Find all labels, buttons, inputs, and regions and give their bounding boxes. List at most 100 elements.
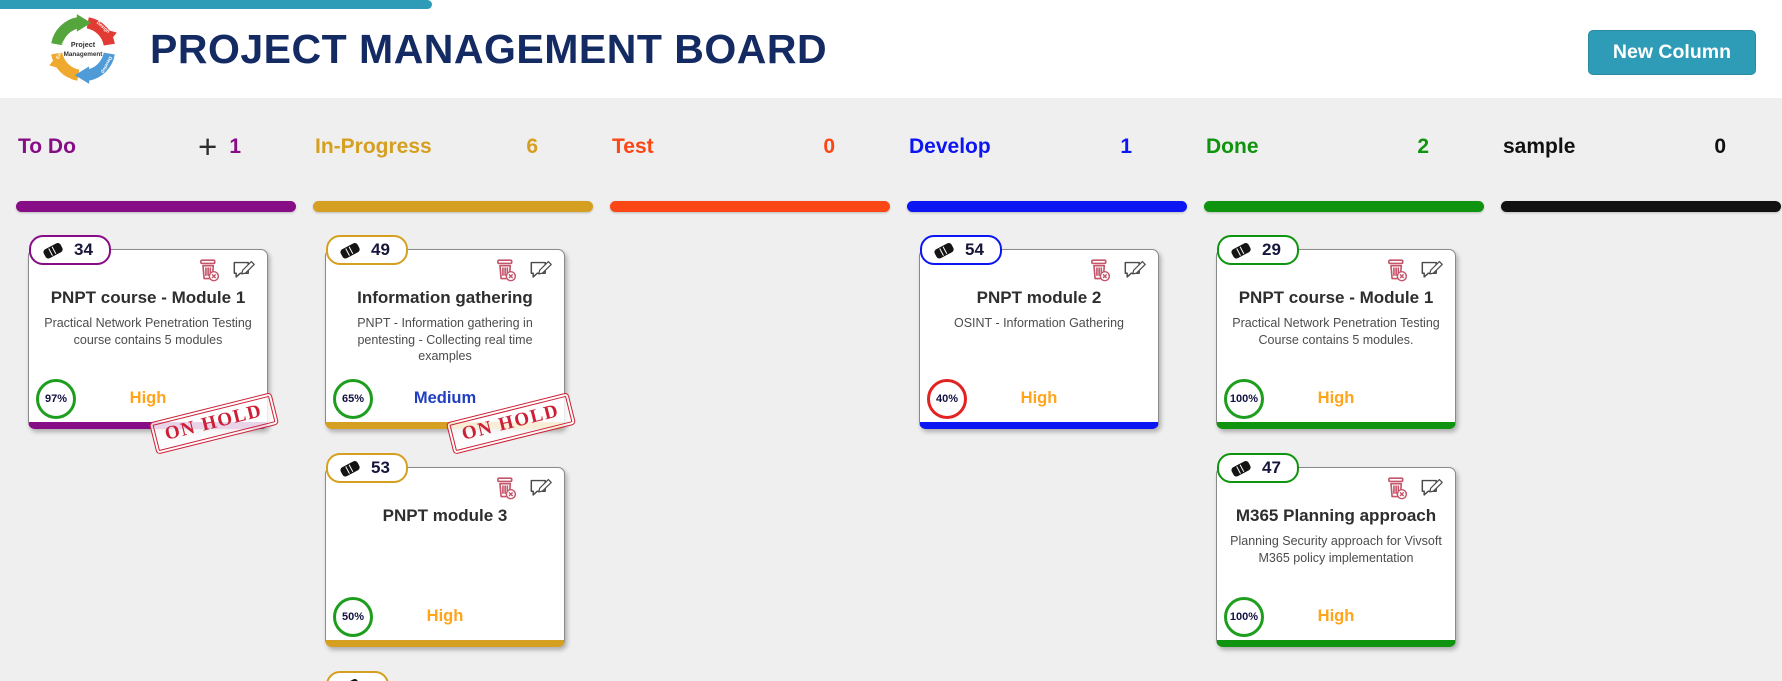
card-description: Planning Security approach for Vivsoft M… <box>1230 534 1442 565</box>
column-header: sample 0 <box>1501 132 1781 162</box>
card-description: Practical Network Penetration Testing Co… <box>1232 316 1440 347</box>
delete-card-icon[interactable] <box>1386 258 1408 282</box>
column-count: 0 <box>823 135 835 158</box>
card-tag-number: 34 <box>74 240 93 259</box>
top-progress-strip <box>0 0 432 9</box>
card-actions <box>495 258 554 282</box>
priority-label: Medium <box>413 389 477 407</box>
priority-label: High <box>1020 389 1058 407</box>
task-card[interactable]: 34 <box>28 235 280 455</box>
column-header-right: 6 <box>526 135 538 159</box>
card-tag-badge: 34 <box>29 235 111 265</box>
edit-card-icon[interactable] <box>529 258 554 281</box>
progress-circle: 100% <box>1224 379 1264 419</box>
delete-card-icon[interactable] <box>198 258 220 282</box>
card-tag-badge: 54 <box>920 235 1002 265</box>
column-header-right: + 1 <box>198 128 241 165</box>
board-column: Done 2 29 <box>1204 132 1484 681</box>
progress-circle: 97% <box>36 379 76 419</box>
delete-card-icon[interactable] <box>495 476 517 500</box>
card-description: PNPT - Information gathering in pentesti… <box>357 316 533 363</box>
card-actions <box>1386 476 1445 500</box>
page-title: PROJECT MANAGEMENT BOARD <box>150 25 828 72</box>
task-card[interactable]: 47 <box>1216 453 1456 647</box>
edit-card-icon[interactable] <box>1420 258 1445 281</box>
project-management-cycle-logo: Evaluate Design Develop Analyze Project … <box>42 9 124 89</box>
column-header-right: 0 <box>823 135 835 159</box>
column-count: 2 <box>1417 135 1429 158</box>
logo-center-text: Management <box>64 51 104 58</box>
column-header: Done 2 <box>1204 132 1484 162</box>
column-color-bar <box>1501 201 1781 212</box>
column-count: 1 <box>229 135 241 158</box>
column-color-bar <box>313 201 593 212</box>
priority-label: High <box>129 389 167 407</box>
card-tag-number: 54 <box>965 240 984 259</box>
task-card[interactable]: 54 <box>919 235 1159 429</box>
edit-card-icon[interactable] <box>232 258 257 281</box>
progress-circle: 65% <box>333 379 373 419</box>
card-body: M365 Planning approach Planning Security… <box>1216 467 1456 647</box>
card-tag-badge: 53 <box>326 453 408 483</box>
column-color-bar <box>907 201 1187 212</box>
card-title: PNPT module 3 <box>382 506 508 525</box>
delete-card-icon[interactable] <box>1089 258 1111 282</box>
card-body: Information gathering PNPT - Information… <box>325 249 577 455</box>
priority-label: High <box>1317 607 1355 625</box>
card-body: PNPT module 3 50% High <box>325 467 565 647</box>
edit-card-icon[interactable] <box>529 476 554 499</box>
column-header: Test 0 <box>610 132 890 162</box>
delete-card-icon[interactable] <box>1386 476 1408 500</box>
tag-icon <box>339 459 362 478</box>
column-cards: 29 <box>1204 235 1484 647</box>
column-count: 1 <box>1120 135 1132 158</box>
column-header: To Do + 1 <box>16 128 296 165</box>
new-column-button[interactable]: New Column <box>1587 30 1756 75</box>
progress-circle: 40% <box>927 379 967 419</box>
card-actions <box>198 258 257 282</box>
column-title: In-Progress <box>315 135 432 158</box>
column-title: sample <box>1503 135 1576 158</box>
tag-icon <box>933 241 956 260</box>
column-cards: 34 <box>16 235 296 455</box>
task-card[interactable]: 49 <box>325 235 577 455</box>
progress-circle: 100% <box>1224 597 1264 637</box>
add-card-icon[interactable]: + <box>198 128 218 165</box>
kanban-board: To Do + 1 34 <box>0 98 1782 681</box>
tag-icon <box>339 677 362 681</box>
edit-card-icon[interactable] <box>1420 476 1445 499</box>
card-footer: 97% High <box>36 377 260 419</box>
card-tag-badge: 29 <box>1217 235 1299 265</box>
task-card[interactable]: 29 <box>1216 235 1456 429</box>
card-tag-badge: 47 <box>1217 453 1299 483</box>
column-title: To Do <box>18 135 76 158</box>
tag-icon <box>339 241 362 260</box>
edit-card-icon[interactable] <box>1123 258 1148 281</box>
column-color-bar <box>16 201 296 212</box>
card-title: PNPT course - Module 1 <box>50 288 246 307</box>
column-title: Done <box>1206 135 1259 158</box>
tag-icon <box>42 241 65 260</box>
column-header: In-Progress 6 <box>313 132 593 162</box>
card-tag-number: 29 <box>1262 240 1281 259</box>
task-card[interactable] <box>325 671 565 681</box>
board-column: Develop 1 54 <box>907 132 1187 681</box>
task-card[interactable]: 53 <box>325 453 565 647</box>
priority-label: High <box>426 607 464 625</box>
column-title: Test <box>612 135 654 158</box>
card-body: PNPT course - Module 1 Practical Network… <box>1216 249 1456 429</box>
board-column: sample 0 <box>1501 132 1781 681</box>
column-header-right: 1 <box>1120 135 1132 159</box>
column-header: Develop 1 <box>907 132 1187 162</box>
column-count: 6 <box>526 135 538 158</box>
app-header: Evaluate Design Develop Analyze Project … <box>0 0 1782 98</box>
logo-arrow-label: Evaluate <box>55 39 66 59</box>
card-title: PNPT course - Module 1 <box>1238 288 1434 307</box>
card-footer: 100% High <box>1224 377 1448 419</box>
column-color-bar <box>610 201 890 212</box>
card-description: Practical Network Penetration Testing co… <box>44 316 252 347</box>
card-title: Information gathering <box>357 288 533 307</box>
tag-icon <box>1230 241 1253 260</box>
card-tag-badge <box>326 671 389 681</box>
delete-card-icon[interactable] <box>495 258 517 282</box>
